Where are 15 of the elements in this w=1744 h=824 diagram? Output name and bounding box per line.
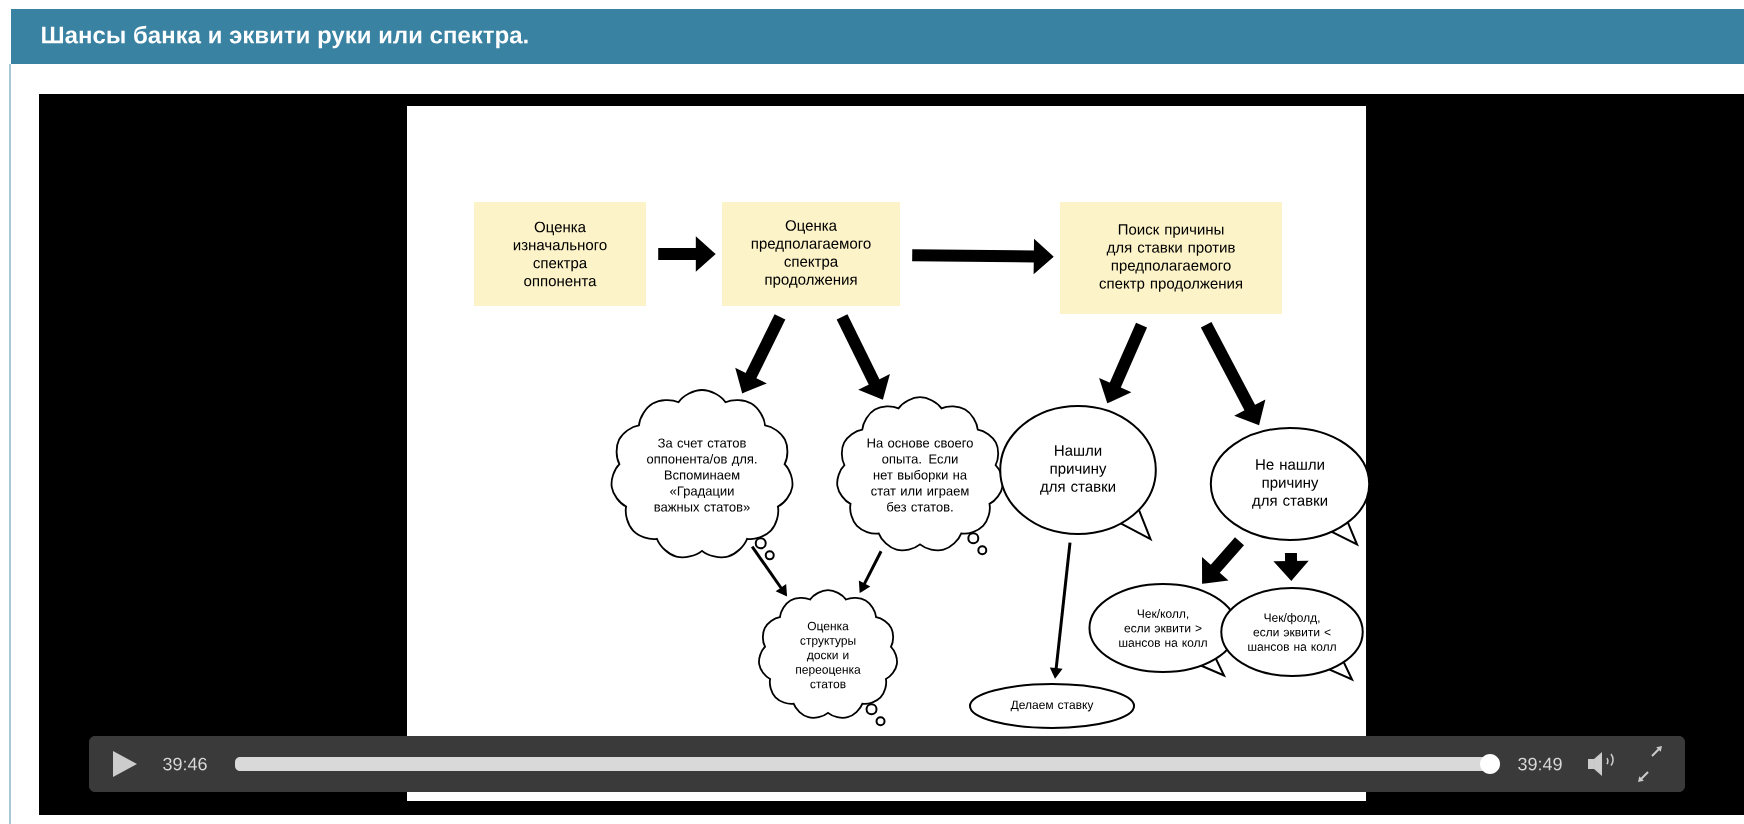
speech-bubble: Чек/колл, если эквити > шансов на колл xyxy=(1088,583,1238,678)
process-box: Оценка изначального спектра оппонента xyxy=(474,202,646,306)
title-bar: Шансы банка и эквити руки или спектра. xyxy=(11,9,1744,64)
speech-bubble: Чек/фолд, если эквити < шансов на колл xyxy=(1220,587,1364,682)
thought-cloud: За счет статов оппонента/ов для. Вспоминаем «Градации важных статов» xyxy=(610,389,794,561)
thought-cloud: Оценка структуры доски и переоценка статов xyxy=(758,589,898,727)
process-box: Поиск причины для ставки против предполагаемого спектр продолжения xyxy=(1060,202,1282,314)
thought-cloud: На основе своего опыта. Если нет выборки на стат или играем без статов. xyxy=(836,396,1004,556)
speech-bubble: Не нашли причину для ставки xyxy=(1209,427,1371,547)
process-box: Оценка предполагаемого спектра продолжения xyxy=(722,202,900,306)
time-label: 39:49 xyxy=(1518,757,1562,771)
speech-bubble: Делаем ставку xyxy=(969,683,1136,729)
speech-bubble: Нашли причину для ставки xyxy=(999,405,1157,542)
arrow xyxy=(1202,537,1244,584)
time-label: 39:46 xyxy=(163,757,207,771)
